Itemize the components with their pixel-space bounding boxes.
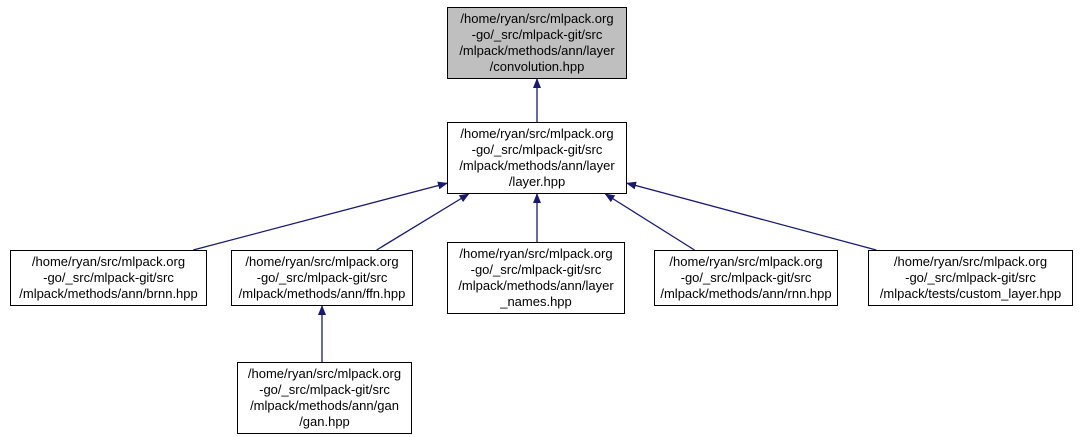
node-path-line: /layer.hpp: [508, 174, 566, 189]
node-ffn-hpp[interactable]: /home/ryan/src/mlpack.org -go/_src/mlpac…: [231, 250, 413, 306]
node-path-line: /home/ryan/src/mlpack.org: [459, 246, 613, 261]
node-path-line: -go/_src/mlpack-git/src: [905, 270, 1036, 285]
node-path-line: /mlpack/methods/ann/gan: [250, 398, 399, 413]
include-edge: [193, 181, 448, 251]
node-path-line: /home/ryan/src/mlpack.org: [245, 254, 399, 269]
node-path-line: /home/ryan/src/mlpack.org: [460, 126, 614, 141]
node-rnn-hpp[interactable]: /home/ryan/src/mlpack.org -go/_src/mlpac…: [654, 250, 838, 306]
node-path-line: -go/_src/mlpack-git/src: [43, 270, 174, 285]
node-path-line: -go/_src/mlpack-git/src: [259, 382, 390, 397]
node-path-line: /mlpack/methods/ann/rnn.hpp: [660, 286, 832, 301]
node-path-line: /home/ryan/src/mlpack.org: [893, 254, 1048, 269]
node-path-line: /home/ryan/src/mlpack.org: [460, 11, 614, 26]
node-path-line: -go/_src/mlpack-git/src: [680, 270, 812, 285]
node-path-line: _names.hpp: [500, 294, 572, 309]
node-path-line: -go/_src/mlpack-git/src: [471, 27, 603, 42]
node-path-line: /convolution.hpp: [489, 59, 585, 74]
node-path-line: -go/_src/mlpack-git/src: [256, 270, 388, 285]
node-path-line: /home/ryan/src/mlpack.org: [31, 254, 186, 269]
node-path-line: /mlpack/tests/custom_layer.hpp: [879, 286, 1062, 301]
node-path-line: /home/ryan/src/mlpack.org: [247, 366, 402, 381]
include-edge: [626, 181, 877, 251]
node-path-line: -go/_src/mlpack-git/src: [471, 142, 603, 157]
node-path-line: /mlpack/methods/ann/layer: [459, 158, 615, 173]
node-layer-names-hpp[interactable]: /home/ryan/src/mlpack.org -go/_src/mlpac…: [447, 242, 625, 314]
node-brnn-hpp[interactable]: /home/ryan/src/mlpack.org -go/_src/mlpac…: [10, 250, 207, 306]
node-custom-layer-hpp[interactable]: /home/ryan/src/mlpack.org -go/_src/mlpac…: [868, 250, 1073, 306]
node-path-line: /gan.hpp: [299, 414, 350, 429]
node-path-line: -go/_src/mlpack-git/src: [470, 262, 602, 277]
node-path-line: /mlpack/methods/ann/brnn.hpp: [19, 286, 198, 301]
node-gan-hpp[interactable]: /home/ryan/src/mlpack.org -go/_src/mlpac…: [237, 362, 412, 434]
node-path-line: /mlpack/methods/ann/ffn.hpp: [238, 286, 406, 301]
node-path-line: /mlpack/methods/ann/layer: [459, 43, 615, 58]
node-path-line: /mlpack/methods/ann/layer: [458, 278, 614, 293]
node-layer-hpp[interactable]: /home/ryan/src/mlpack.org -go/_src/mlpac…: [447, 122, 627, 194]
node-convolution-hpp: /home/ryan/src/mlpack.org -go/_src/mlpac…: [447, 7, 627, 79]
node-path-line: /home/ryan/src/mlpack.org: [669, 254, 823, 269]
